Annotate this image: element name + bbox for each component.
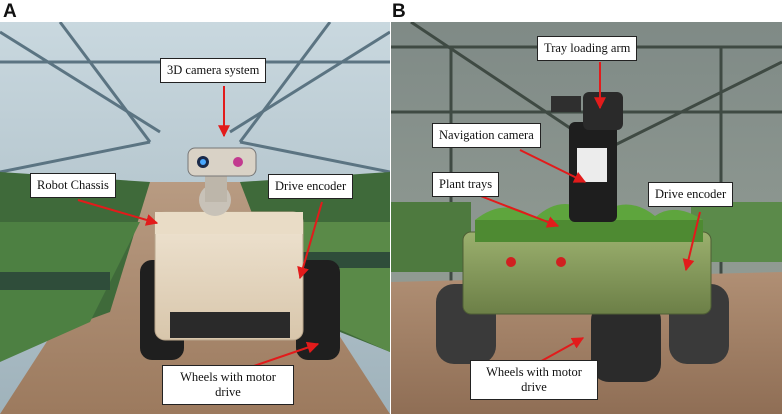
label-3d-camera-system: 3D camera system — [160, 58, 267, 83]
label-wheels-with-motor-drive-b: Wheels with motor drive — [470, 360, 598, 400]
label-navigation-camera: Navigation camera — [432, 123, 541, 148]
label-drive-encoder-b: Drive encoder — [648, 182, 734, 207]
greenhouse-frame — [0, 22, 390, 174]
arrow-wheels-b — [535, 337, 585, 365]
panel-letter-b: B — [392, 1, 406, 22]
label-robot-chassis: Robot Chassis — [30, 173, 116, 198]
arrow-chassis-a — [77, 199, 159, 226]
panel-a-photo — [0, 22, 390, 414]
arrow-encoder-a — [297, 201, 323, 280]
label-tray-loading-arm: Tray loading arm — [537, 36, 638, 61]
label-drive-encoder-a: Drive encoder — [268, 174, 354, 199]
arrow-encoder-b — [682, 211, 701, 272]
label-wheels-with-motor-drive-a: Wheels with motor drive — [162, 365, 294, 405]
robot-b — [436, 92, 729, 382]
arrow-navcam-b — [519, 149, 587, 183]
panel-letter-a: A — [3, 1, 17, 22]
label-plant-trays: Plant trays — [432, 172, 500, 197]
arrow-wheels-a — [247, 341, 320, 369]
robot-a — [140, 147, 340, 360]
arrow-trays-b — [477, 194, 560, 228]
